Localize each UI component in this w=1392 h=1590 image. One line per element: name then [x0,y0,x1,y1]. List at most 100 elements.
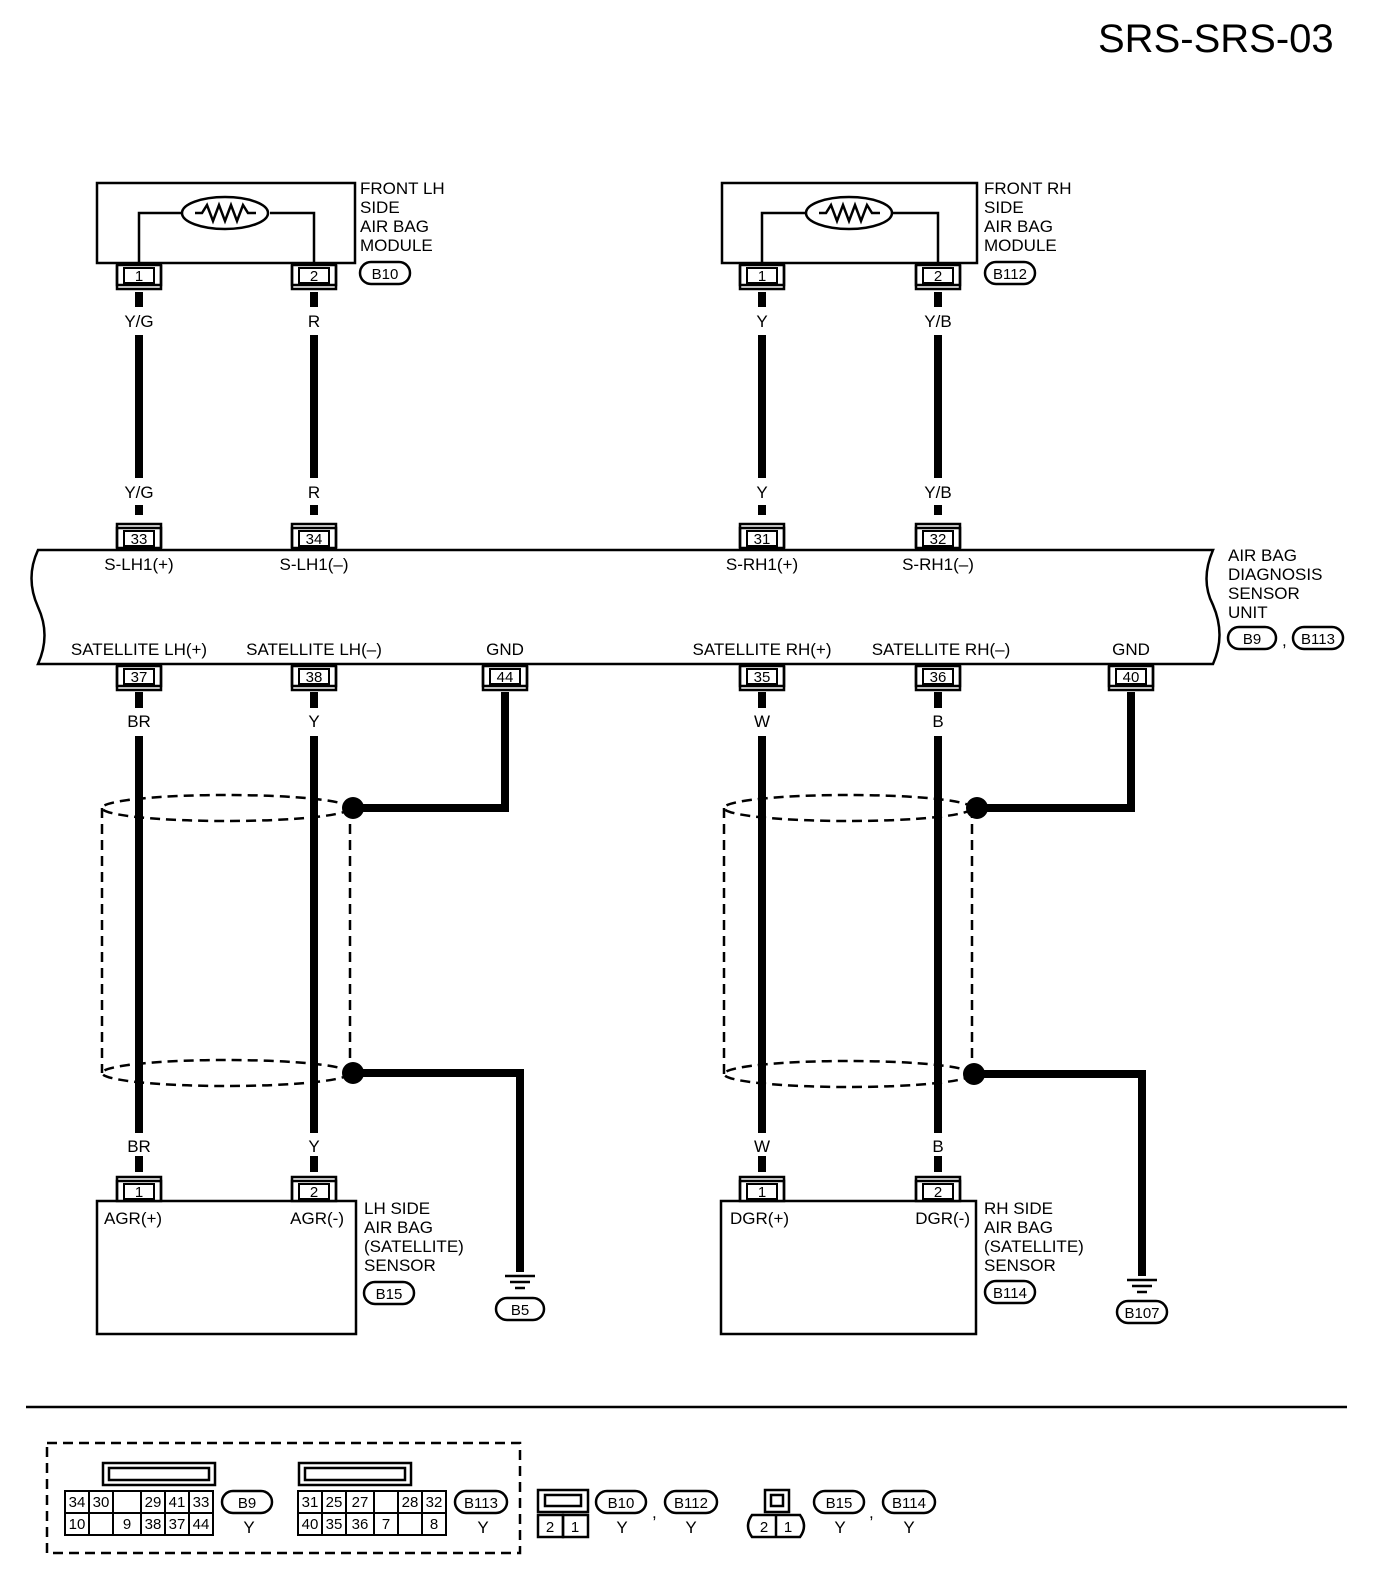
shield-rh [722,793,988,1089]
lh-sensor-name-1: LH SIDE [364,1199,430,1218]
legend-sep: , [652,1503,657,1522]
connector-tag [663,1489,719,1515]
pin-number: 36 [930,669,947,686]
pin-number: 31 [754,531,771,548]
legend-pin: 36 [352,1516,369,1533]
pin-number: 37 [131,669,148,686]
lh-side-satellite-sensor: AGR(+) AGR(-) LH SIDE AIR BAG (SATELLITE… [95,1199,464,1336]
lh-sensor-name-4: SENSOR [364,1256,436,1275]
rh-sensor-connector: B114 [993,1285,1027,1302]
legend-pin: 32 [426,1494,443,1511]
legend-pin: 31 [302,1494,319,1511]
connector-pin: 36 [914,664,962,692]
connector-pin: 34 [290,522,338,550]
connector-pin: 32 [914,522,962,550]
legend-b9-id: B9 [238,1495,256,1512]
wire-color: Y/G [124,312,153,331]
connector-tag [881,1489,937,1515]
connector-tag [1115,1299,1169,1325]
wire-color: R [308,312,320,331]
unit-name-4: UNIT [1228,603,1268,622]
legend-pin: 34 [69,1494,86,1511]
wire-color: Y [308,1137,319,1156]
pin-number: 2 [934,268,942,285]
legend-pin: 2 [546,1519,554,1536]
rh-sensor-name-4: SENSOR [984,1256,1056,1275]
legend-b113-id: B113 [464,1495,498,1512]
legend-b112-color: Y [685,1518,696,1537]
pin-label: DGR(-) [915,1209,970,1228]
connector-pin: 1 [115,1175,163,1203]
connector-pin: 2 [290,1175,338,1203]
wire-color: Y/G [124,483,153,502]
legend-b112-id: B112 [674,1495,708,1512]
wire-color: Y/B [924,483,951,502]
legend-b15-id: B15 [826,1495,853,1512]
connector-tag [220,1489,274,1515]
front-rh-airbag-module: FRONT RH SIDE AIR BAG MODULE B112 [720,179,1072,286]
wire-color: W [754,1137,770,1156]
lh-sensor-name-2: AIR BAG [364,1218,433,1237]
connector-tag [358,260,412,286]
legend-b15-color: Y [834,1518,845,1537]
legend-pin: 35 [326,1516,343,1533]
pin-number: 2 [310,268,318,285]
connector-tag [362,1280,416,1306]
pin-number: 2 [934,1184,942,1201]
connector-tag [494,1296,546,1322]
connector-pin: 1 [115,263,163,291]
legend-b114-id: B114 [892,1495,926,1512]
pin-number: 1 [135,1184,143,1201]
squib-resistor-icon [819,201,880,225]
legend-b10-color: Y [616,1518,627,1537]
pin-number: 1 [758,1184,766,1201]
connector-tag [983,1279,1037,1305]
pin-number: 33 [131,531,148,548]
pin-number: 32 [930,531,947,548]
legend-b113-color: Y [477,1518,488,1537]
diagram-title: SRS-SRS-03 [1098,17,1334,61]
rh-side-satellite-sensor: DGR(+) DGR(-) RH SIDE AIR BAG (SATELLITE… [719,1199,1084,1336]
unit-name-1: AIR BAG [1228,546,1297,565]
wire-color: B [932,1137,943,1156]
connector-pin: 38 [290,664,338,692]
airbag-diagnosis-sensor-unit: AIR BAG DIAGNOSIS SENSOR UNIT B9 , B113 … [30,546,1345,666]
front-lh-name-4: MODULE [360,236,433,255]
connector-tag [594,1489,648,1515]
shield-junction-icon [963,1063,985,1085]
wire-color: B [932,712,943,731]
satellite-wires: BR Y W B BR Y W B [127,692,1146,1276]
ground-b5: B5 [494,1274,546,1322]
shield-junction-icon [342,1062,364,1084]
pin-label: SATELLITE RH(–) [872,640,1011,659]
wire-color: Y [756,483,767,502]
legend-pin: 8 [430,1516,438,1533]
lh-sensor-name-3: (SATELLITE) [364,1237,464,1256]
unit-name-2: DIAGNOSIS [1228,565,1322,584]
pin-number: 35 [754,669,771,686]
legend-pin: 1 [571,1519,579,1536]
front-lh-name-1: FRONT LH [360,179,445,198]
wire-color: BR [127,712,151,731]
pin-label: AGR(+) [104,1209,162,1228]
legend-pin: 7 [382,1516,390,1533]
unit-name-3: SENSOR [1228,584,1300,603]
front-lh-airbag-module: FRONT LH SIDE AIR BAG MODULE B10 [95,179,445,286]
connector-pin: 37 [115,664,163,692]
legend-sep: , [869,1503,874,1522]
pin-number: 44 [497,669,514,686]
legend-pin: 38 [145,1516,162,1533]
ground-b107-label: B107 [1124,1305,1159,1322]
pin-number: 40 [1123,669,1140,686]
pin-label: GND [1112,640,1150,659]
wire-color: BR [127,1137,151,1156]
rh-sensor-name-3: (SATELLITE) [984,1237,1084,1256]
pin-label: DGR(+) [730,1209,789,1228]
pin-label: AGR(-) [290,1209,344,1228]
front-lh-name-2: SIDE [360,198,400,217]
legend-pin: 10 [69,1516,86,1533]
unit-connector-1: B9 [1243,631,1261,648]
legend-b10-id: B10 [608,1495,635,1512]
